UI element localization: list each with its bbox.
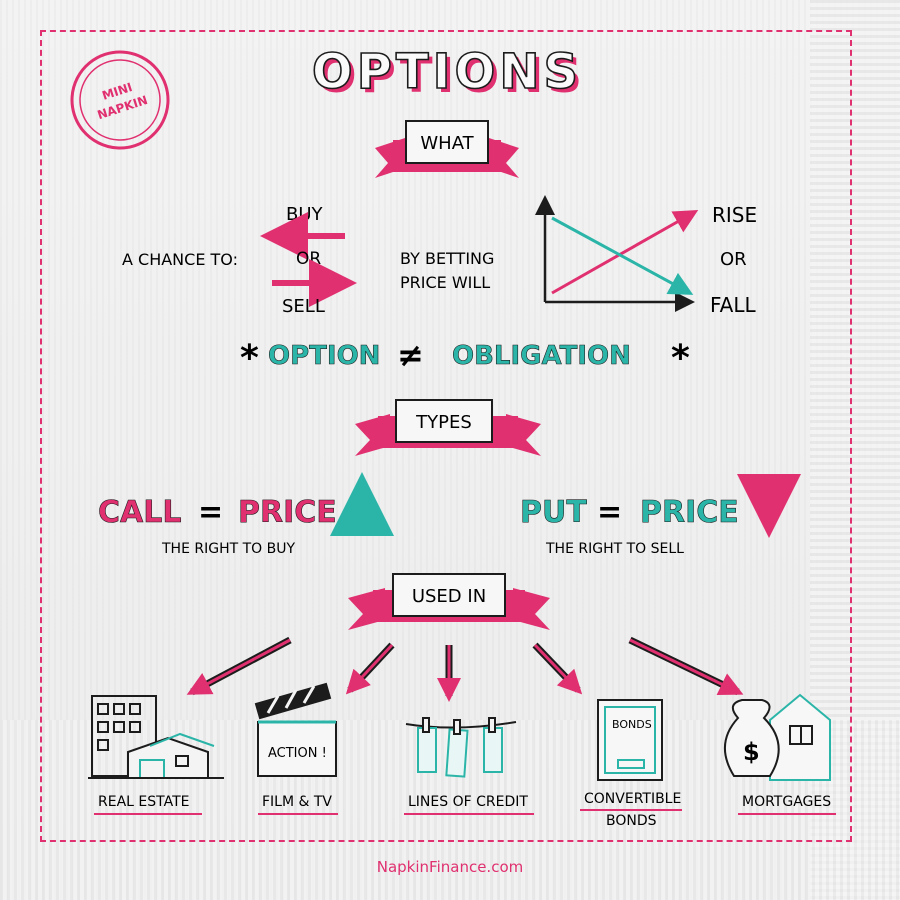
convertible-bonds-label-line2: BONDS xyxy=(606,813,657,829)
bonds-certificate-text: BONDS xyxy=(612,718,652,731)
option-word: OPTION xyxy=(268,341,380,371)
fall-line xyxy=(551,216,694,295)
page-title-shadow: OPTIONS xyxy=(316,48,586,104)
mortgages-label: MORTGAGES xyxy=(742,794,831,810)
obligation-word: OBLIGATION xyxy=(452,341,631,371)
banner-types-label: TYPES xyxy=(415,412,472,433)
real-estate-label: REAL ESTATE xyxy=(98,794,190,810)
call-description: THE RIGHT TO BUY xyxy=(161,541,295,557)
call-equals: = xyxy=(198,495,223,530)
rise-label: RISE xyxy=(712,203,757,227)
fall-label: FALL xyxy=(710,293,756,317)
convertible-bonds-label-line1: CONVERTIBLE xyxy=(584,791,681,807)
chance-label: A CHANCE TO: xyxy=(122,250,238,269)
lines-of-credit-label: LINES OF CREDIT xyxy=(408,794,528,810)
banner-types: TYPES xyxy=(355,399,541,456)
banner-what-label: WHAT xyxy=(420,133,474,154)
call-price: PRICE xyxy=(238,495,337,530)
film-tv-label: FILM & TV xyxy=(262,794,332,810)
mini-napkin-stamp: MINI NAPKIN xyxy=(70,50,170,150)
betting-line1: BY BETTING xyxy=(400,249,494,268)
price-graph xyxy=(535,195,699,312)
banner-what: WHAT xyxy=(375,120,519,178)
action-sign-text: ACTION ! xyxy=(268,746,327,761)
or2-label: OR xyxy=(720,249,747,270)
real-estate-icon xyxy=(88,695,224,779)
money-clothesline-icon xyxy=(405,717,517,778)
used-in-arrows xyxy=(186,636,744,702)
or-label: OR xyxy=(296,249,321,269)
bond-certificate-icon xyxy=(597,699,663,781)
dollar-sign: $ xyxy=(743,738,760,766)
footer-website-link[interactable]: NapkinFinance.com xyxy=(376,858,524,876)
put-description: THE RIGHT TO SELL xyxy=(545,541,684,557)
put-price: PRICE xyxy=(640,495,739,530)
option-obligation-line: * OPTION ≠ OBLIGATION * xyxy=(240,336,690,379)
sell-label: SELL xyxy=(282,296,325,317)
buy-label: BUY xyxy=(286,204,324,225)
rise-line xyxy=(551,210,699,295)
put-equals: = xyxy=(597,495,622,530)
neq-symbol: ≠ xyxy=(397,336,424,374)
svg-text:*: * xyxy=(240,338,259,379)
dashed-border xyxy=(40,30,852,842)
call-word: CALL xyxy=(98,495,181,530)
banner-used-in-label: USED IN xyxy=(412,586,486,607)
mortgage-money-bag-house-icon xyxy=(723,693,831,781)
page-title: OPTIONS xyxy=(312,44,582,100)
film-clapper-icon xyxy=(254,682,337,777)
put-word: PUT xyxy=(520,495,587,530)
svg-text:*: * xyxy=(671,338,690,379)
betting-line2: PRICE WILL xyxy=(400,273,490,292)
banner-used-in: USED IN xyxy=(348,573,550,630)
